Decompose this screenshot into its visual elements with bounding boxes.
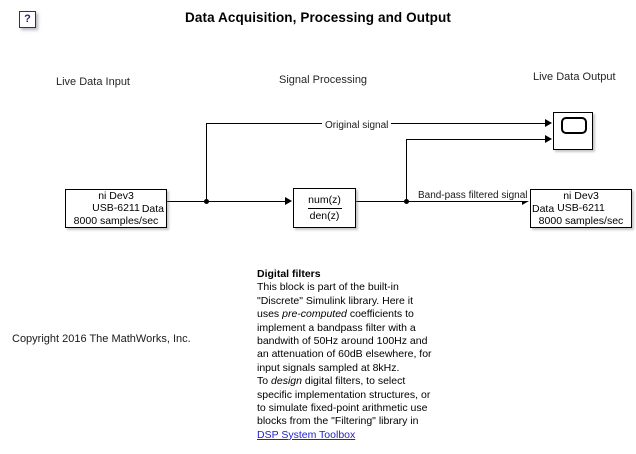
- annotation-paragraph-1: This block is part of the built-in "Disc…: [257, 281, 432, 373]
- annotation-digital-filters: Digital filters This block is part of th…: [257, 268, 435, 442]
- transfer-function-icon: num(z) den(z): [294, 189, 355, 227]
- block-analog-input[interactable]: ni Dev3 USB-6211 8000 samples/sec Data: [65, 189, 167, 228]
- block-analog-input-line2: USB-6211: [92, 202, 140, 215]
- annotation-p2-a: To: [257, 375, 272, 388]
- block-analog-output-line2: USB-6211: [557, 202, 605, 215]
- annotation-paragraph-2: To design digital filters, to select spe…: [257, 375, 430, 441]
- filter-denominator: den(z): [309, 209, 340, 222]
- block-analog-input-text: ni Dev3 USB-6211 8000 samples/sec: [66, 190, 166, 227]
- annotation-p2-b: digital filters, to select specific impl…: [257, 375, 431, 428]
- block-analog-output[interactable]: ni Dev3 USB-6211 8000 samples/sec Data: [530, 189, 632, 228]
- dsp-system-toolbox-link[interactable]: DSP System Toolbox: [257, 428, 356, 441]
- page-title: Data Acquisition, Processing and Output: [185, 10, 451, 25]
- wire-input-to-branch: [167, 201, 208, 202]
- help-icon: ?: [24, 13, 31, 25]
- block-analog-input-line3: 8000 samples/sec: [73, 214, 159, 227]
- signal-label-original: Original signal: [322, 120, 392, 131]
- wire-branch-to-filter: [206, 201, 285, 202]
- wire-filtered-signal-to-scope: [406, 139, 545, 140]
- signal-label-filtered: Band-pass filtered signal: [415, 190, 531, 201]
- section-label-signal-processing: Signal Processing: [279, 74, 368, 86]
- annotation-title: Digital filters: [257, 268, 321, 280]
- copyright-notice: Copyright 2016 The MathWorks, Inc.: [12, 333, 191, 345]
- help-button[interactable]: ?: [19, 11, 36, 28]
- block-analog-input-line1: ni Dev3: [98, 189, 134, 202]
- block-discrete-filter[interactable]: num(z) den(z): [293, 188, 356, 228]
- section-label-live-data-output: Live Data Output: [533, 71, 616, 83]
- block-analog-output-line3: 8000 samples/sec: [538, 214, 624, 227]
- scope-screen-icon: [561, 117, 587, 134]
- annotation-p2-emphasis: design: [271, 375, 302, 388]
- arrowhead-scope-input-2: [545, 134, 552, 143]
- filter-numerator: num(z): [308, 193, 341, 206]
- annotation-p1-emphasis: pre-computed: [282, 308, 347, 321]
- wire-branch2-vertical: [406, 139, 407, 202]
- section-label-live-data-input: Live Data Input: [56, 76, 130, 88]
- block-analog-output-text: ni Dev3 USB-6211 8000 samples/sec: [531, 190, 631, 227]
- annotation-p1-b: coefficients to implement a bandpass fil…: [257, 308, 432, 374]
- block-scope[interactable]: [553, 112, 593, 150]
- arrowhead-filter-input: [285, 196, 292, 205]
- fraction-bar: [307, 207, 342, 209]
- wire-filter-to-output-block: [356, 201, 522, 202]
- arrowhead-scope-input-1: [545, 118, 552, 127]
- annotation-p1-a: This block is part of the built-in "Disc…: [257, 281, 414, 321]
- wire-branch1-vertical: [206, 123, 207, 202]
- block-analog-output-line1: ni Dev3: [563, 189, 599, 202]
